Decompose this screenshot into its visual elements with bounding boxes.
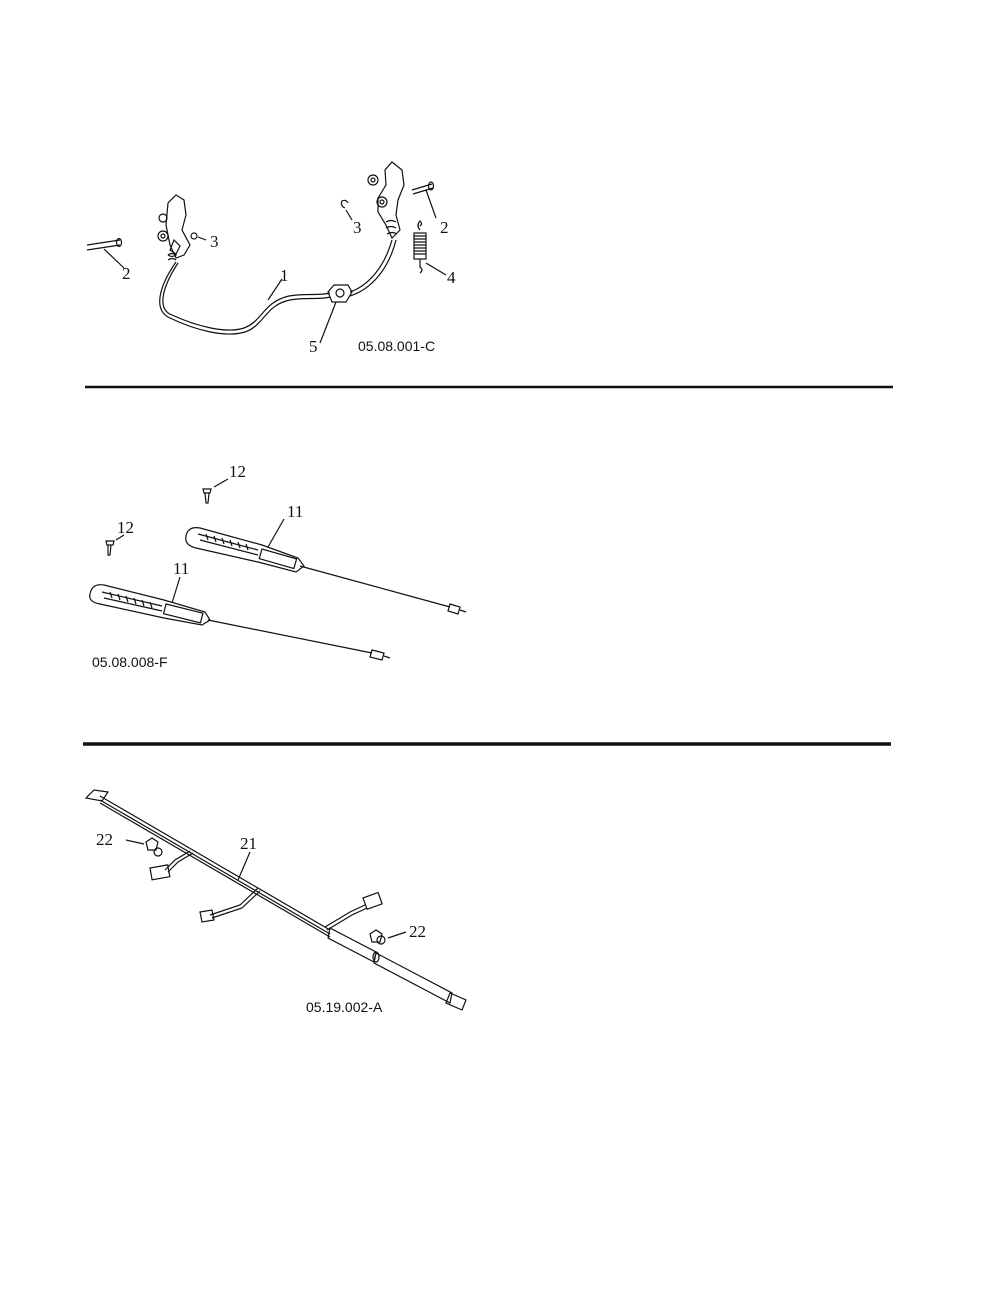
callout-pin-left: 2	[122, 264, 131, 283]
wire-harness-diagram: 22 21 22 05.19.002-A	[84, 789, 467, 1015]
callout-harness: 21	[240, 834, 257, 853]
figure-code-3: 05.19.002-A	[306, 999, 383, 1015]
callout-spring: 4	[447, 268, 456, 287]
callout-fastener-right: 22	[409, 922, 426, 941]
right-cable-fitting	[367, 161, 405, 240]
left-clip	[190, 232, 207, 241]
screw-top	[202, 478, 229, 504]
callout-clip-left: 3	[210, 232, 219, 251]
handle-assembly-diagram: 12 12 11 11 05.08.008-F	[89, 462, 467, 670]
handle-top	[185, 518, 467, 615]
callout-clip-right: 3	[353, 218, 362, 237]
callout-pin-right: 2	[440, 218, 449, 237]
right-pin	[411, 181, 437, 219]
screw-left	[105, 534, 125, 556]
callout-fastener-left: 22	[96, 830, 113, 849]
cable-clamp	[319, 284, 353, 344]
handle-bottom	[89, 576, 391, 661]
callout-handle-bottom: 11	[173, 559, 189, 578]
callout-handle-top: 11	[287, 502, 303, 521]
callout-clamp: 5	[309, 337, 318, 356]
fastener-left	[125, 837, 163, 857]
callout-screw-top: 12	[229, 462, 246, 481]
figure-code-2: 05.08.008-F	[92, 654, 168, 670]
main-cable	[159, 261, 331, 335]
right-clip	[340, 199, 353, 221]
left-pin	[86, 237, 125, 269]
left-cable-fitting	[157, 194, 191, 261]
callout-screw-left: 12	[117, 518, 134, 537]
cable-assembly-diagram: 1 2 2 3 3 4 5 05.08.001-C	[86, 161, 456, 356]
fastener-right	[369, 929, 407, 945]
figure-code-1: 05.08.001-C	[358, 338, 435, 354]
extension-spring	[413, 220, 447, 276]
callout-cable: 1	[280, 266, 289, 285]
